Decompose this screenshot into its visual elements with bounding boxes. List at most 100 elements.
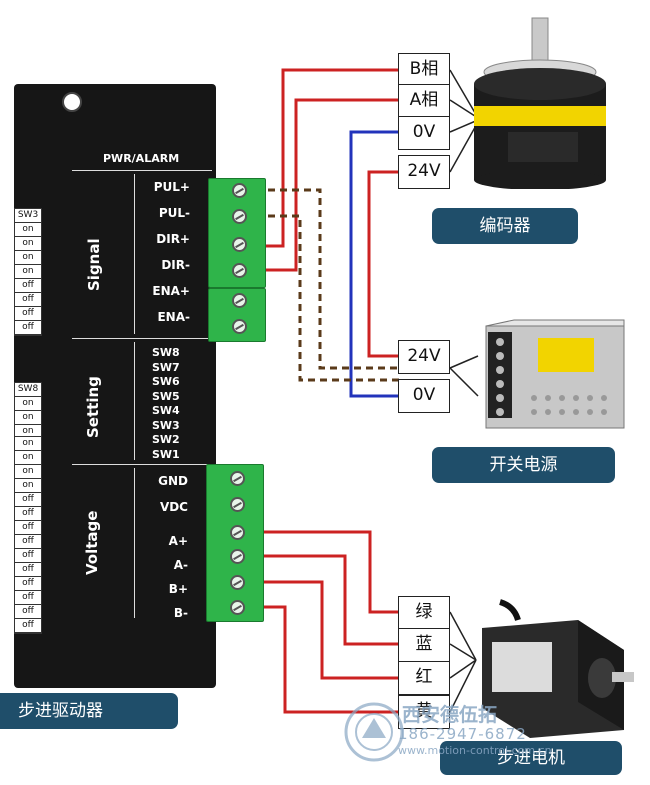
dip-switch-cell: on (15, 465, 41, 479)
voltage-pin-label: A+ (168, 534, 188, 548)
dip-switch-cell: off (15, 279, 41, 293)
dip-switch-cell: on (15, 479, 41, 493)
wire-b-phase (244, 68, 400, 248)
setting-pin-label: SW3 (152, 418, 180, 432)
dip-switch-cell: off (15, 619, 41, 633)
divider (72, 170, 212, 171)
terminal-screw-icon (232, 209, 247, 224)
divider (134, 342, 135, 460)
wire-dashed-common-2 (244, 214, 400, 382)
signal-pin-label: DIR- (161, 258, 190, 272)
setting-pin-label: SW1 (152, 447, 180, 461)
motor-wire-label-red: 红 (398, 661, 450, 695)
dip-switch-cell: SW3 (15, 209, 41, 223)
power-supply-badge: 开关电源 (432, 447, 615, 483)
dip-switch-cell: off (15, 321, 41, 335)
encoder-badge: 编码器 (432, 208, 578, 244)
dip-switch-cell: on (15, 251, 41, 265)
motor-wire-label-yellow: 黄 (398, 695, 450, 729)
setting-pin-label: SW5 (152, 389, 180, 403)
dip-switch-cell: off (15, 577, 41, 591)
dip-switch-cell: on (15, 451, 41, 465)
terminal-screw-icon (232, 183, 247, 198)
dip-switch-cell: off (15, 521, 41, 535)
setting-pin-label: SW6 (152, 375, 180, 388)
terminal-screw-icon (230, 525, 245, 540)
dip-switch-cell: off (15, 535, 41, 549)
divider (72, 338, 212, 339)
power-supply-image (485, 319, 625, 429)
voltage-pin-label: B+ (168, 582, 188, 596)
dip-switch-cell: on (15, 237, 41, 251)
dip-switch-cell: on (15, 437, 41, 451)
divider (134, 174, 135, 334)
terminal-screw-icon (232, 293, 247, 308)
signal-pin-label: DIR+ (156, 232, 190, 246)
motor-wire-label-blue: 蓝 (398, 628, 450, 662)
dip-switch-cell: on (15, 223, 41, 237)
dip-switch-cell: off (15, 591, 41, 605)
terminal-screw-icon (230, 471, 245, 486)
wire-motor-yellow (240, 605, 400, 714)
terminal-screw-icon (232, 263, 247, 278)
terminal-screw-icon (232, 319, 247, 334)
stepper-motor-image (482, 599, 634, 738)
watermark-logo-icon (344, 702, 404, 762)
dip-switch-cell: SW8 (15, 383, 41, 397)
wire-dashed-common (244, 188, 400, 370)
dip-switch-cell: on (15, 411, 41, 425)
divider (134, 468, 135, 618)
setting-section-label: Setting (84, 376, 102, 438)
signal-pin-label: PUL- (158, 206, 190, 220)
setting-pin-label: SW4 (152, 404, 180, 417)
signal-pin-label: ENA- (157, 310, 190, 324)
dip-switch-cell: on (15, 397, 41, 411)
setting-pin-label: SW7 (152, 360, 180, 374)
encoder-wire-label-a: A相 (398, 84, 450, 118)
encoder-image (474, 17, 606, 189)
dip-switch-cell: off (15, 307, 41, 321)
dip-switch-cell: off (15, 549, 41, 563)
psu-wire-label-0v: 0V (398, 379, 450, 413)
stepper-motor-badge: 步进电机 (440, 741, 622, 775)
terminal-screw-icon (230, 575, 245, 590)
dip-switch-cell: off (15, 493, 41, 507)
wire-motor-green (240, 530, 400, 614)
psu-wire-label-24v: 24V (398, 340, 450, 374)
terminal-screw-icon (232, 237, 247, 252)
mounting-hole (62, 92, 82, 112)
stepper-driver-body (14, 84, 216, 688)
encoder-wire-label-24v: 24V (398, 155, 450, 189)
voltage-pin-label: VDC (159, 500, 188, 514)
dip-switch-cell: on (15, 265, 41, 279)
watermark-company: 西安德伍拓 (402, 704, 498, 726)
dip-switch-cell: off (15, 563, 41, 577)
encoder-pointer-arrows (449, 69, 479, 713)
terminal-screw-icon (230, 549, 245, 564)
wire-encoder-24v (367, 170, 400, 358)
watermark-phone: 186-2947-6872 (398, 725, 527, 743)
voltage-section-label: Voltage (83, 510, 101, 575)
terminal-screw-icon (230, 600, 245, 615)
terminal-screw-icon (230, 497, 245, 512)
wire-motor-blue (240, 554, 400, 646)
voltage-pin-label: A- (173, 558, 188, 572)
setting-pin-label: SW2 (152, 433, 180, 446)
signal-pin-label: PUL+ (153, 180, 190, 194)
encoder-wire-label-0v: 0V (398, 116, 450, 150)
encoder-wire-label-b: B相 (398, 53, 450, 87)
watermark-site: www.motion-control.com.cn (398, 744, 552, 757)
voltage-pin-label: B- (173, 606, 188, 620)
dip-switch-cell: off (15, 293, 41, 307)
wire-encoder-0v (349, 130, 400, 398)
voltage-pin-label: GND (158, 474, 188, 488)
motor-wire-label-green: 绿 (398, 596, 450, 630)
setting-pin-label: SW8 (152, 346, 180, 359)
divider (72, 464, 212, 465)
dip-switch-cell: off (15, 605, 41, 619)
wire-motor-red (240, 580, 400, 680)
